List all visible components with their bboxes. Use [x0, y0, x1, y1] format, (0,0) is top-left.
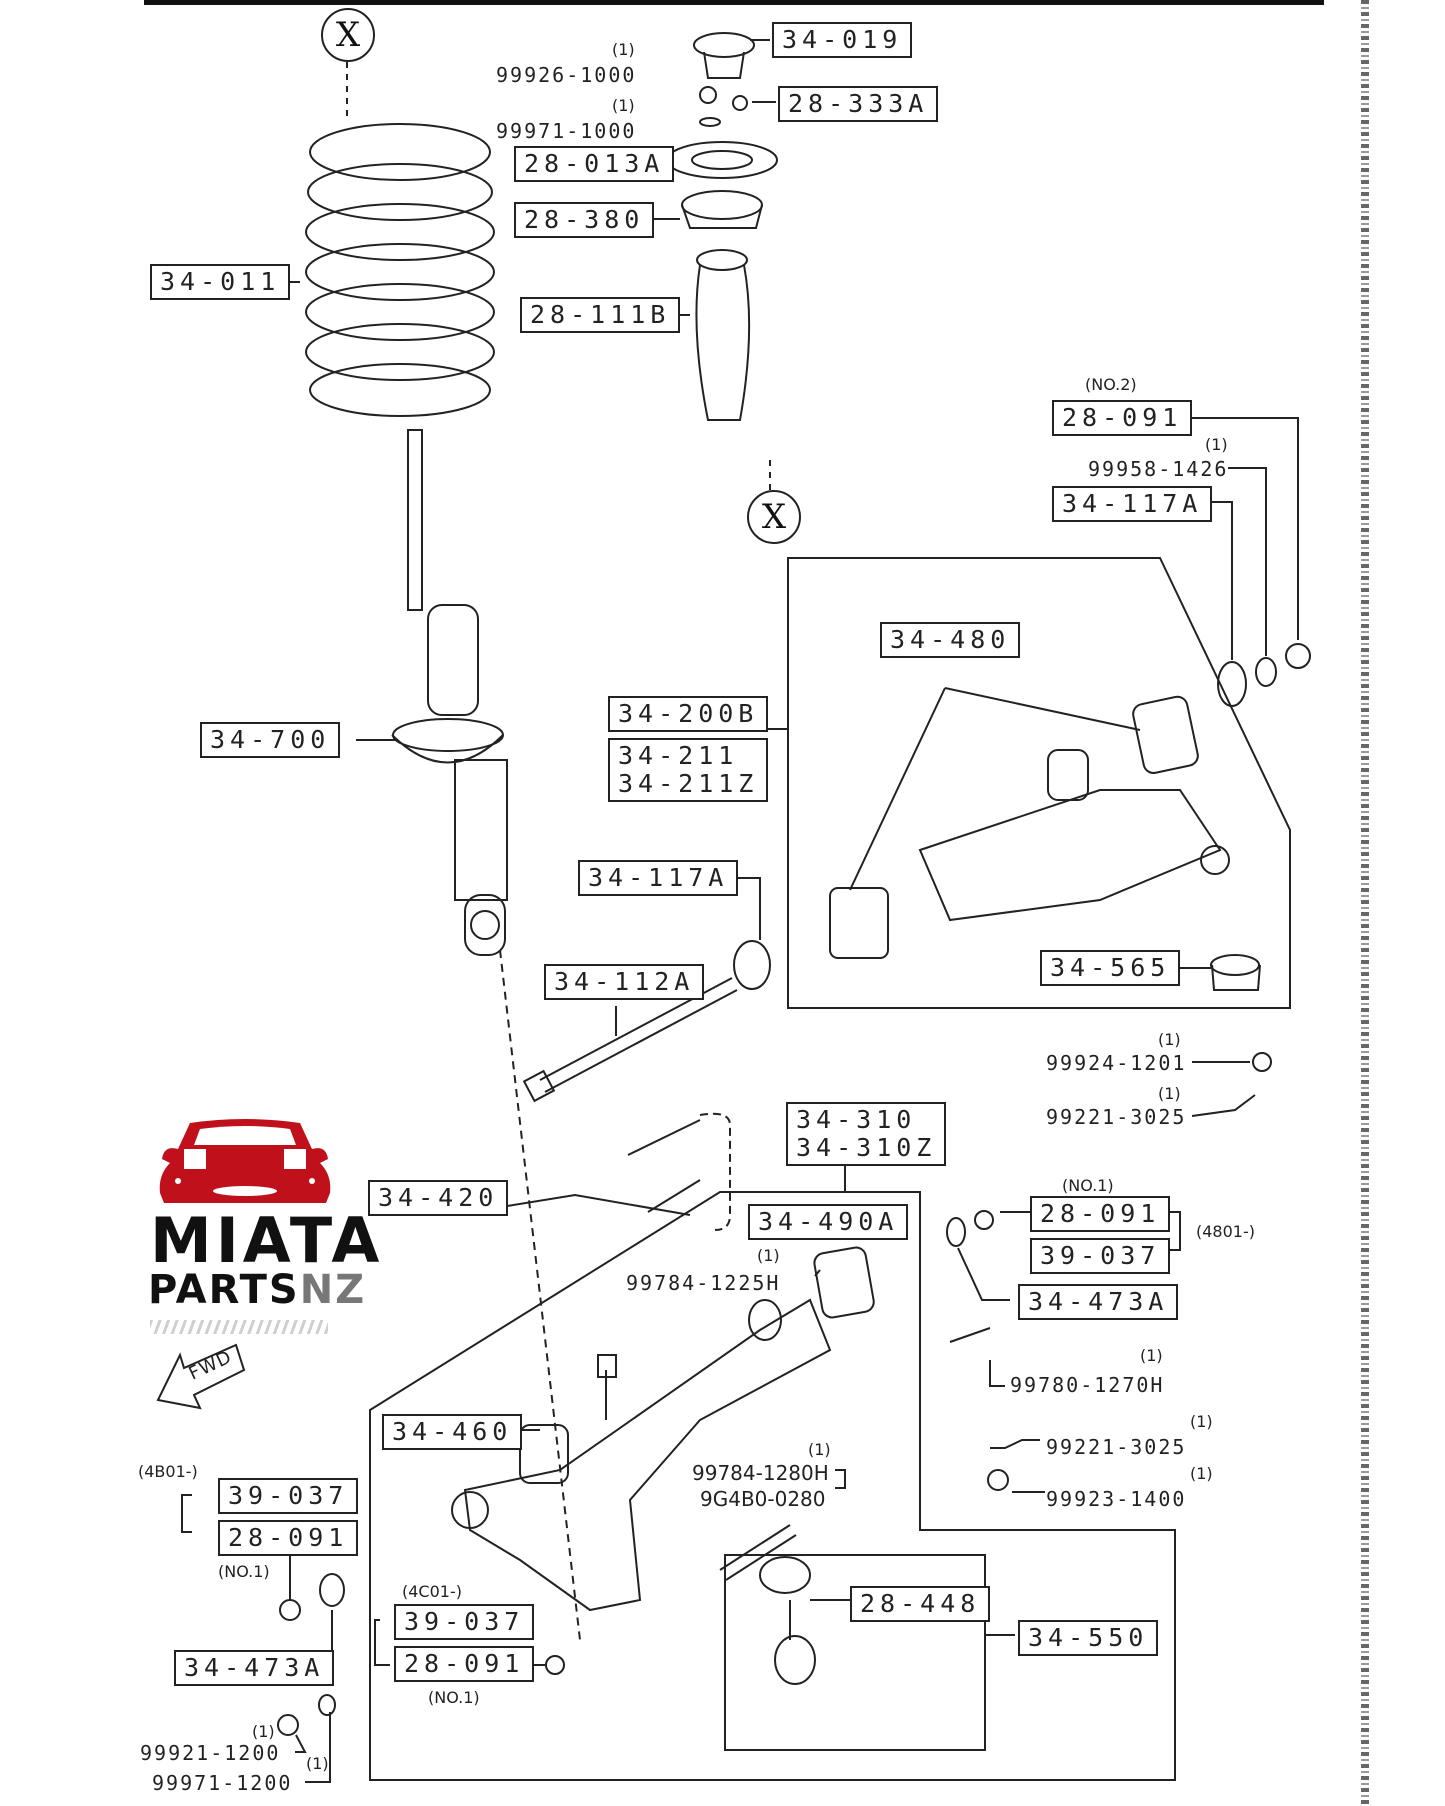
- note-no2: (NO.2): [1085, 375, 1137, 394]
- part-34-490A[interactable]: 34-490A: [748, 1204, 909, 1240]
- part-34-420[interactable]: 34-420: [368, 1180, 509, 1216]
- qty-99958-1426: (1): [1205, 435, 1228, 454]
- part-99958-1426[interactable]: 99958-1426: [1088, 457, 1229, 481]
- leader-99971-1200: [305, 1712, 331, 1783]
- upper-control-arm: [829, 695, 1261, 991]
- qty-99971-1200: (1): [306, 1754, 329, 1773]
- part-28-448[interactable]: 28-448: [850, 1586, 991, 1622]
- part-28-380[interactable]: 28-380: [514, 202, 655, 238]
- leader-99958-1426: [1228, 467, 1267, 656]
- part-99924-1201[interactable]: 99924-1201: [1046, 1051, 1187, 1075]
- part-34-211[interactable]: 34-211 34-211Z: [608, 738, 769, 802]
- strut-top-mount: [666, 32, 778, 421]
- note-no1-l: (NO.1): [218, 1562, 270, 1581]
- qty-34-490A: (1): [757, 1246, 780, 1265]
- part-34-473A-l[interactable]: 34-473A: [174, 1650, 335, 1686]
- leader-34-490A: [814, 1269, 821, 1277]
- part-28-091-m[interactable]: 28-091: [394, 1646, 535, 1682]
- part-99221-3025-a[interactable]: 99221-3025: [1046, 1105, 1187, 1129]
- lower-control-arm: [451, 1246, 875, 1612]
- part-99971-1000[interactable]: 99971-1000: [496, 119, 637, 143]
- part-34-310[interactable]: 34-310 34-310Z: [786, 1102, 947, 1166]
- part-99921-1200[interactable]: 99921-1200: [140, 1741, 281, 1765]
- part-34-700[interactable]: 34-700: [200, 722, 341, 758]
- top-border: [144, 0, 1324, 5]
- bracket-4801: [1170, 1211, 1181, 1251]
- part-28-111B[interactable]: 28-111B: [520, 297, 681, 333]
- serial-4801: (4801-): [1196, 1222, 1255, 1241]
- qty-99924-1201: (1): [1158, 1030, 1181, 1049]
- qty-99971-1000: (1): [612, 96, 635, 115]
- part-34-117A[interactable]: 34-117A: [578, 860, 739, 896]
- note-no1-r: (NO.1): [1062, 1176, 1114, 1195]
- part-34-565[interactable]: 34-565: [1040, 950, 1181, 986]
- upper-arm-group-box: [787, 557, 1291, 1009]
- fwd-arrow: [156, 1343, 246, 1410]
- brand-hatch-divider: [150, 1320, 328, 1334]
- part-99784-1280H[interactable]: 99784-1280H: [692, 1461, 829, 1485]
- leader-34-473A-r: [957, 1247, 1010, 1301]
- part-28-091-l[interactable]: 28-091: [218, 1520, 359, 1556]
- leader-99221-3025-b: [990, 1439, 1040, 1449]
- qty-99921-1200: (1): [252, 1722, 275, 1741]
- part-34-480[interactable]: 34-480: [880, 622, 1021, 658]
- qty-99923-1400: (1): [1190, 1464, 1213, 1483]
- part-28-091-r[interactable]: 28-091: [1030, 1196, 1171, 1232]
- qty-99784-1280H: (1): [808, 1440, 831, 1459]
- coil-spring: [305, 123, 495, 417]
- reference-marker-x-bottom: X: [747, 490, 801, 544]
- car-logo-icon: [159, 1119, 331, 1203]
- leader-28-091-no2: [1188, 417, 1299, 640]
- part-9G4B0-0280[interactable]: 9G4B0-0280: [700, 1487, 826, 1511]
- brand-parts: PARTS: [148, 1267, 300, 1313]
- ball-joint-box: [724, 1554, 986, 1751]
- part-34-460[interactable]: 34-460: [382, 1414, 523, 1450]
- part-39-037-l[interactable]: 39-037: [218, 1478, 359, 1514]
- qty-99221-3025-b: (1): [1190, 1412, 1213, 1431]
- leader-99921-1200: [295, 1734, 307, 1753]
- part-39-037-m[interactable]: 39-037: [394, 1604, 535, 1640]
- page-edge-pattern: [1361, 0, 1369, 1806]
- shock-absorber: [391, 429, 508, 956]
- part-99221-3025-b[interactable]: 99221-3025: [1046, 1435, 1187, 1459]
- part-39-037-r[interactable]: 39-037: [1030, 1238, 1171, 1274]
- shock-axis-dash: [499, 949, 581, 1641]
- part-34-550[interactable]: 34-550: [1018, 1620, 1159, 1656]
- part-28-013A[interactable]: 28-013A: [514, 146, 675, 182]
- bracket-4C01: [374, 1619, 390, 1666]
- part-99784-1225H[interactable]: 99784-1225H: [626, 1271, 781, 1295]
- lower-arm-group-box: [369, 1191, 1176, 1781]
- qty-99926-1000: (1): [612, 40, 635, 59]
- part-99926-1000[interactable]: 99926-1000: [496, 63, 637, 87]
- part-34-200B[interactable]: 34-200B: [608, 696, 769, 732]
- reference-marker-x-top: X: [321, 8, 375, 62]
- leader-34-117A-top: [1166, 501, 1233, 660]
- part-99971-1200[interactable]: 99971-1200: [152, 1771, 293, 1795]
- part-34-112A[interactable]: 34-112A: [544, 964, 705, 1000]
- leader-99780-1270H: [989, 1360, 1005, 1387]
- brand-name-line2: PARTSNZ: [148, 1268, 366, 1312]
- leader-34-480-b: [849, 687, 946, 891]
- part-28-333A[interactable]: 28-333A: [778, 86, 939, 122]
- part-99780-1270H[interactable]: 99780-1270H: [1010, 1373, 1165, 1397]
- bracket-4B01: [181, 1494, 192, 1533]
- brand-nz: NZ: [299, 1267, 367, 1313]
- serial-4B01: (4B01-): [138, 1462, 198, 1481]
- part-34-117A-top[interactable]: 34-117A: [1052, 486, 1213, 522]
- serial-4C01: (4C01-): [402, 1582, 462, 1601]
- brand-name-line1: MIATA: [150, 1204, 384, 1277]
- part-34-011[interactable]: 34-011: [150, 264, 291, 300]
- part-99923-1400[interactable]: 99923-1400: [1046, 1487, 1187, 1511]
- qty-99221-3025-a: (1): [1158, 1084, 1181, 1103]
- qty-99780-1270H: (1): [1140, 1346, 1163, 1365]
- part-34-473A-r[interactable]: 34-473A: [1018, 1284, 1179, 1320]
- part-34-019[interactable]: 34-019: [772, 22, 913, 58]
- bracket-99784: [835, 1469, 846, 1489]
- leader-99221-3025-a: [1191, 1094, 1256, 1117]
- note-no1-m: (NO.1): [428, 1688, 480, 1707]
- leader-34-480-a: [944, 687, 1141, 731]
- leader-34-420: [494, 1193, 691, 1216]
- part-28-091-no2[interactable]: 28-091: [1052, 400, 1193, 436]
